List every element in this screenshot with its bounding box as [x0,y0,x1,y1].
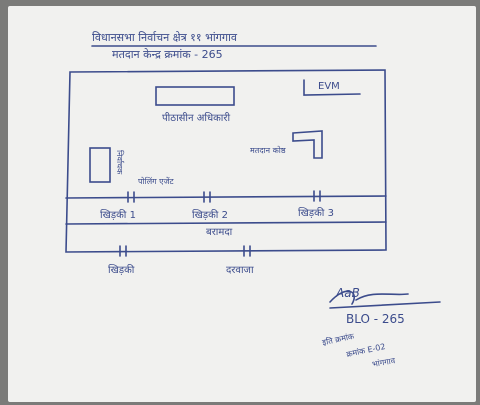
verandah-line [65,221,387,225]
voting-compartment-shape [292,130,323,159]
presiding-officer-table [155,86,235,106]
evm-marker [303,79,361,96]
polling-agent-label: पोलिंग एजेंट [138,177,174,186]
bottom-window-label: खिड़की [108,265,135,276]
verandah-label: बरामदा [206,227,233,238]
door-label: दरवाजा [226,265,254,276]
header-line-1: विधानसभा निर्वाचन क्षेत्र ११ भांगगाव [92,31,238,44]
window-2-label: खिड़की 2 [192,210,228,221]
signature-scribble [329,290,409,305]
side-table [89,147,111,183]
room-outline [65,69,387,253]
partition-line [65,195,387,199]
blo-label: BLO - 265 [346,312,405,326]
evm-label: EVM [318,81,340,92]
window-1-label: खिड़की 1 [100,210,136,221]
header-line-2: मतदान केन्द्र क्रमांक - 265 [112,48,223,61]
presiding-officer-label: पीठासीन अधिकारी [162,113,231,124]
signature-initials: AaB [336,286,360,300]
window-3-label: खिड़की 3 [298,208,334,219]
voting-compartment-label: मतदान कोष्ठ [250,146,286,155]
signature-underline [329,301,441,309]
side-label: निर्वाचक [115,150,124,175]
